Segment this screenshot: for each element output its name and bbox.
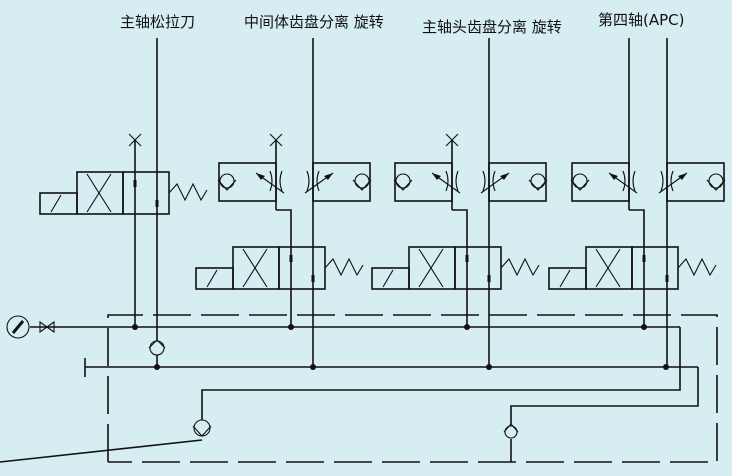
flow-control-box — [394, 162, 453, 202]
circuit-tool-clamp — [39, 38, 208, 367]
check-valve-icon — [708, 173, 724, 189]
solenoid-icon — [548, 267, 587, 290]
valve-cross-position — [585, 246, 633, 290]
spring-icon — [500, 257, 540, 277]
spring-icon — [677, 257, 717, 277]
valve-parallel-position — [454, 246, 502, 290]
check-valve-icon — [530, 173, 546, 189]
check-valve-icon — [572, 173, 588, 189]
tank-line — [84, 358, 699, 462]
flow-control-box — [218, 162, 277, 202]
solenoid-icon — [39, 192, 78, 215]
throttle-icon — [445, 170, 449, 192]
spring-icon — [168, 182, 208, 202]
check-valve-icon — [192, 419, 212, 437]
label-tool-clamp: 主轴松拉刀 — [120, 13, 195, 31]
valve-parallel-position — [122, 171, 170, 215]
pressure-gauge-icon — [6, 315, 30, 339]
check-valve-icon — [219, 173, 235, 189]
spring-icon — [324, 257, 364, 277]
circuit-spindle-head — [371, 38, 548, 367]
circuit-fourth-axis — [548, 38, 726, 367]
valve-parallel-position — [278, 246, 326, 290]
throttle-icon — [622, 170, 626, 192]
throttle-icon — [482, 170, 486, 192]
check-valve-icon — [503, 423, 519, 439]
valve-parallel-position — [631, 246, 679, 290]
throttle-icon — [660, 170, 664, 192]
solenoid-icon — [195, 267, 234, 290]
shutoff-valve-icon — [39, 320, 55, 334]
circuit-intermediate-body — [195, 38, 372, 367]
valve-cross-position — [408, 246, 456, 290]
valve-cross-position — [232, 246, 280, 290]
junction-dots — [132, 324, 669, 370]
dashed-enclosure — [107, 314, 718, 463]
flow-control-box — [312, 162, 371, 202]
label-spindle-head: 主轴头齿盘分离 旋转 — [422, 18, 562, 36]
check-valve-icon — [148, 339, 166, 356]
label-fourth-axis: 第四轴(APC) — [598, 11, 685, 29]
label-intermediate-body: 中间体齿盘分离 旋转 — [244, 13, 384, 31]
flow-control-box — [488, 162, 547, 202]
throttle-icon — [306, 170, 310, 192]
check-valve-icon — [354, 173, 370, 189]
throttle-icon — [269, 170, 273, 192]
flow-control-box — [571, 162, 630, 202]
solenoid-icon — [371, 267, 410, 290]
flow-control-box — [666, 162, 725, 202]
check-valve-icon — [395, 173, 411, 189]
pressure-line — [0, 326, 681, 463]
valve-cross-position — [76, 171, 124, 215]
